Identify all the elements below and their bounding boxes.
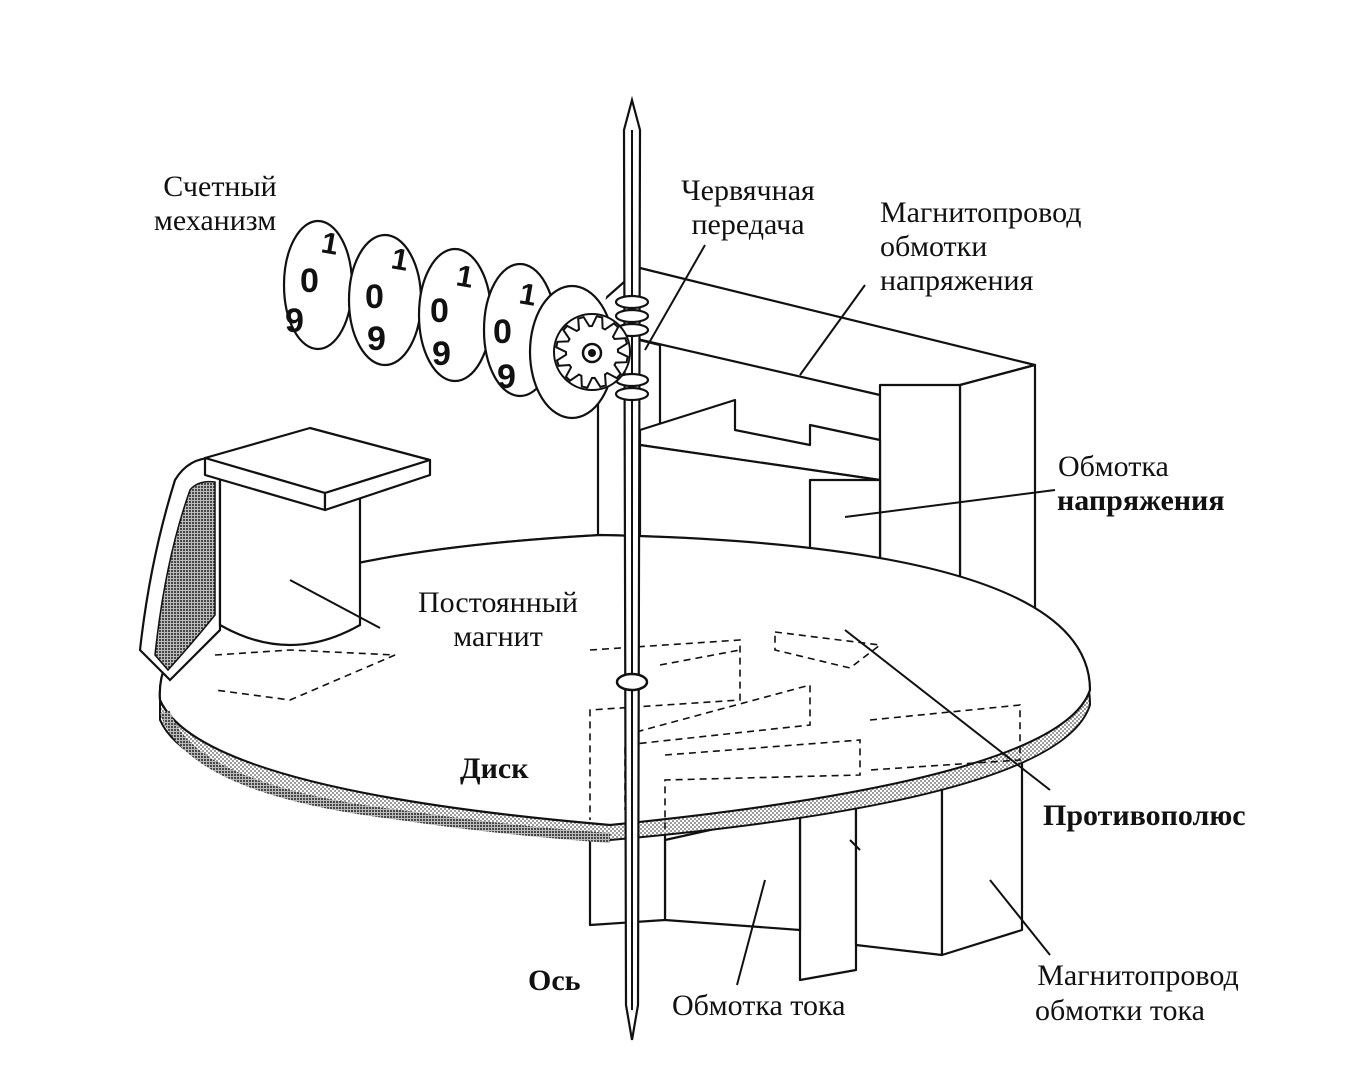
labels: Счетный механизм Червячная передача Магн… (154, 170, 1246, 1027)
leader-current-core (989, 879, 1051, 956)
leader-worm-gear (644, 244, 706, 351)
label-counter-pole: Противополюс (1043, 799, 1246, 832)
leader-voltage-core (799, 284, 866, 376)
label-counter-line2: механизм (154, 204, 276, 237)
digit-top: 1 (319, 226, 341, 261)
label-magnet-line2: магнит (453, 620, 543, 653)
leader-permanent-magnet (289, 579, 381, 629)
leader-voltage-coil (844, 489, 1056, 518)
label-magnet-line1: Постоянный (418, 586, 578, 619)
label-voltage-core-line3: напряжения (880, 264, 1034, 297)
leader-counter-pole (844, 629, 1051, 791)
label-voltage-core-line1: Магнитопровод (880, 196, 1082, 229)
leader-current-coil (736, 879, 766, 986)
digit-bottom: 9 (497, 358, 516, 396)
gear-icon (553, 313, 631, 391)
label-disk: Диск (460, 752, 529, 785)
label-voltage-coil-line1: Обмотка (1058, 450, 1169, 483)
permanent-magnet (138, 426, 432, 682)
digit-bottom: 9 (285, 302, 304, 340)
digit-top: 1 (389, 242, 411, 277)
label-current-core-line1: Магнитопровод (1037, 959, 1239, 992)
label-counter-line1: Счетный (163, 170, 276, 203)
digit-top: 1 (517, 277, 539, 312)
digit-mid: 0 (365, 278, 384, 316)
counter-mechanism: 1 0 9 1 0 9 1 0 9 1 0 9 (282, 208, 631, 420)
digit-top: 1 (454, 259, 476, 294)
label-voltage-coil-line2: напряжения (1057, 484, 1225, 517)
digit-mid: 0 (300, 262, 319, 300)
digit-mid: 0 (493, 313, 512, 351)
label-current-coil: Обмотка тока (672, 989, 845, 1022)
label-voltage-core-line2: обмотки (880, 230, 987, 263)
label-worm-line2: передача (691, 208, 804, 241)
label-current-core-line2: обмотки тока (1035, 994, 1205, 1027)
label-axis: Ось (528, 964, 581, 997)
leader-lines (289, 244, 1056, 986)
digit-mid: 0 (430, 292, 449, 330)
digit-bottom: 9 (432, 335, 451, 373)
label-worm-line1: Червячная (681, 174, 815, 207)
axis (614, 95, 650, 1041)
digit-bottom: 9 (367, 320, 386, 358)
